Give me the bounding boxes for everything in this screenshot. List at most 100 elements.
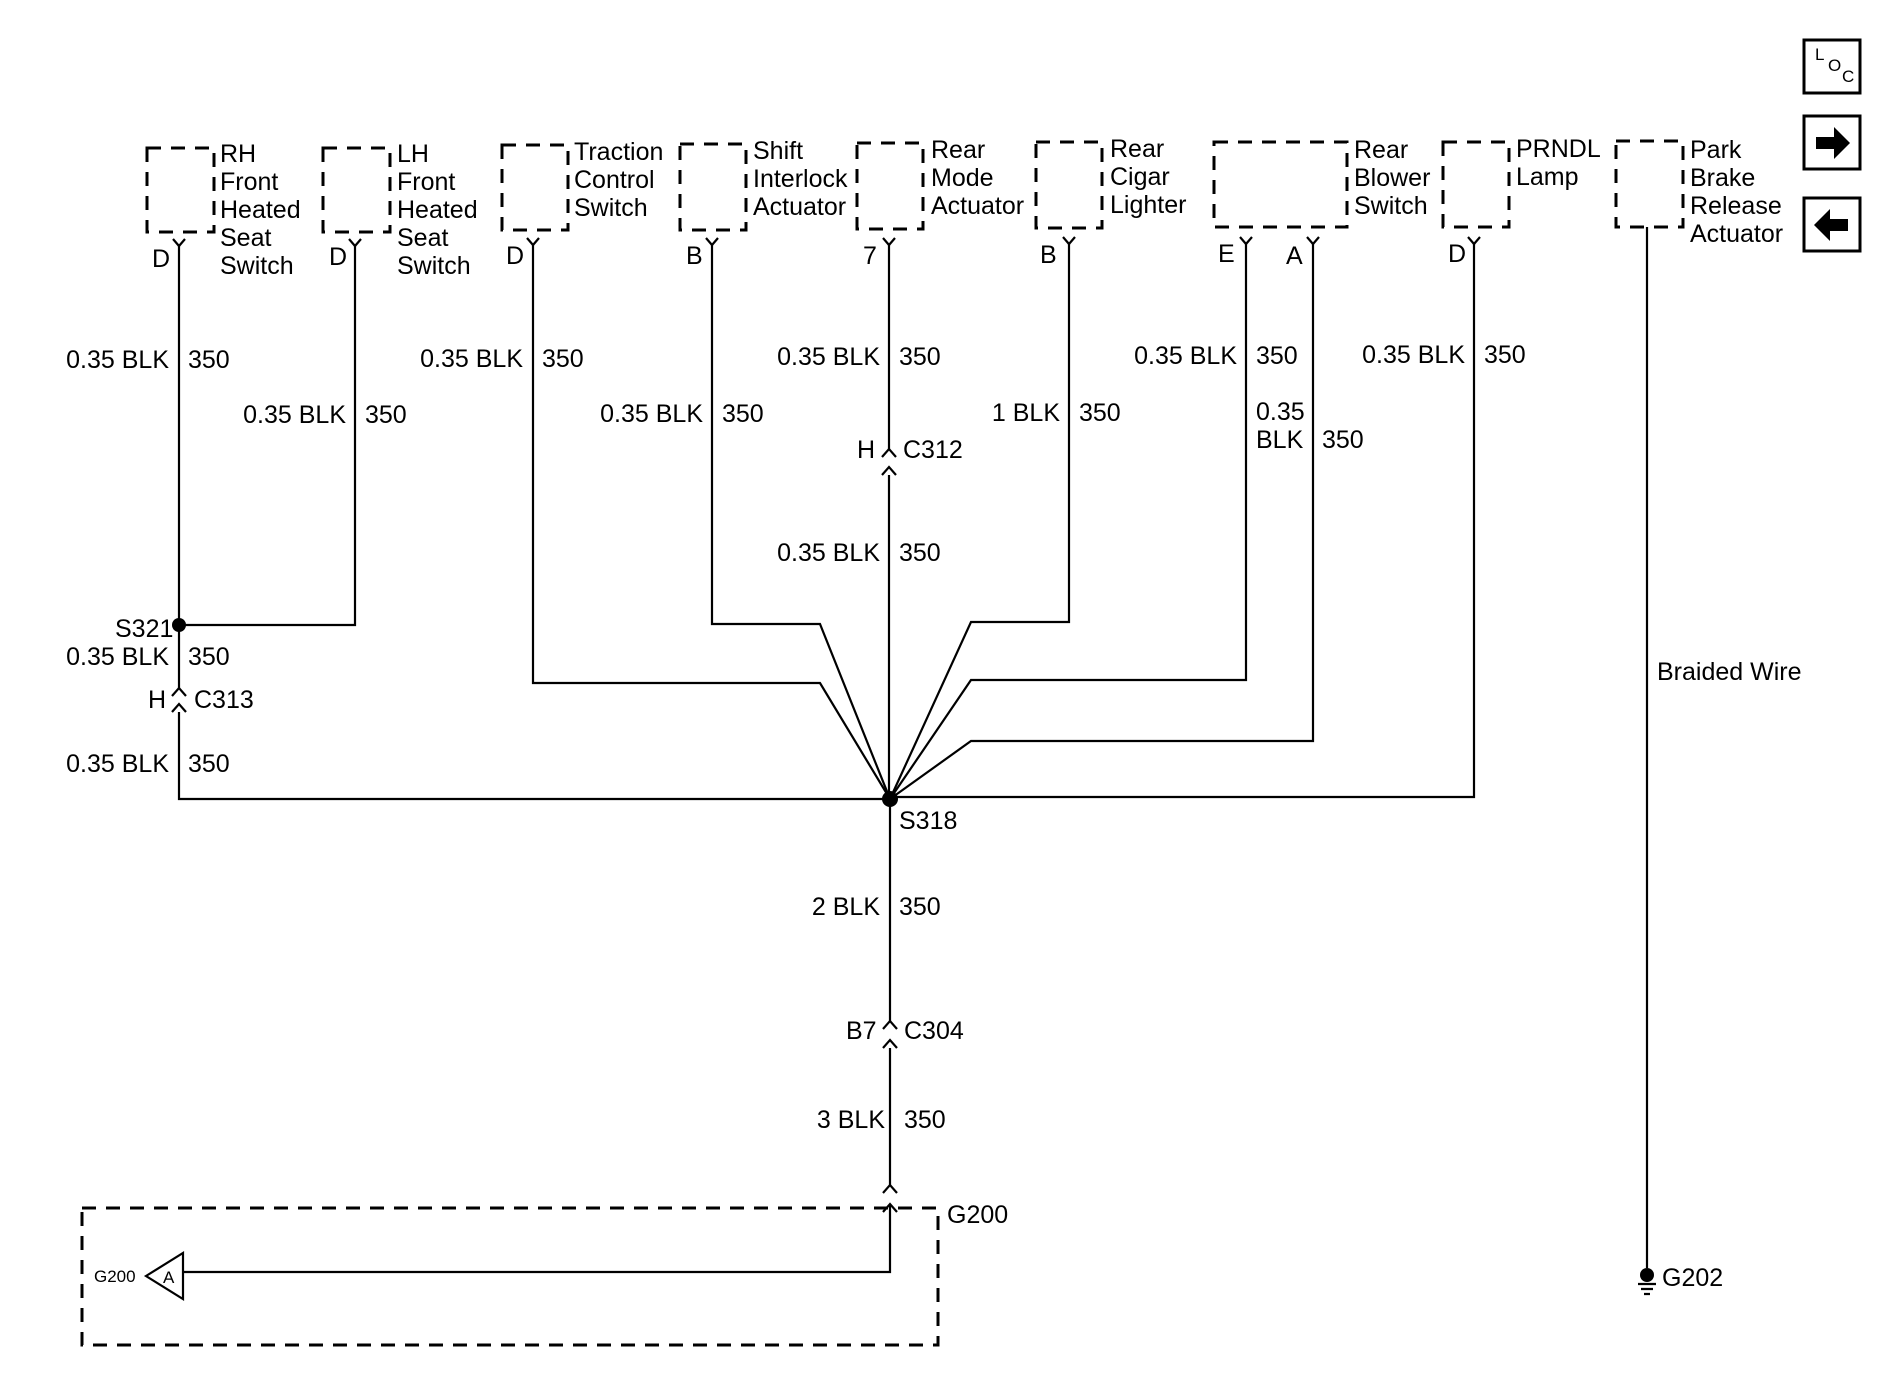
splice-s321: S321 xyxy=(115,615,186,643)
pin-label: E xyxy=(1218,240,1235,268)
wire-circuit: 350 xyxy=(899,893,941,921)
component-label: Shift xyxy=(753,137,803,165)
component-label: PRNDL xyxy=(1516,135,1601,163)
previous-page-button[interactable] xyxy=(1802,196,1862,253)
component-label: Rear xyxy=(931,136,985,164)
component-label: Switch xyxy=(1354,192,1428,220)
component-label: Rear xyxy=(1110,135,1164,163)
wires xyxy=(177,227,1649,1274)
wire-cigar xyxy=(888,244,1071,800)
component-label: Seat xyxy=(220,224,271,252)
connector-pin: H xyxy=(857,436,875,464)
pin-label: D xyxy=(329,243,347,271)
splice-label: S318 xyxy=(899,807,957,835)
component-label: Lamp xyxy=(1516,163,1579,191)
wire-blower-a xyxy=(889,244,1315,800)
component-label: LH xyxy=(397,140,429,168)
wire-labels: 0.35 BLK 350 0.35 BLK 350 0.35 BLK 350 0… xyxy=(66,341,1801,1134)
pin-label: B xyxy=(686,242,703,270)
component-label: Traction xyxy=(574,138,663,166)
wire-size: 0.35 BLK xyxy=(66,346,169,374)
component-rear-mode-actuator: Rear Mode Actuator 7 xyxy=(855,136,1024,270)
wire-rh-to-bus xyxy=(177,712,890,801)
component-lh-front-heated-seat-switch: LH Front Heated Seat Switch D xyxy=(321,140,478,280)
wire-size: 0.35 BLK xyxy=(600,400,703,428)
wire-size: 0.35 BLK xyxy=(243,401,346,429)
wire-size: 0.35 BLK xyxy=(777,343,880,371)
ground-label: G200 xyxy=(947,1201,1008,1229)
wire-circuit: 350 xyxy=(899,539,941,567)
pin-label: B xyxy=(1040,241,1057,269)
component-label: Park xyxy=(1690,136,1742,164)
component-label: Heated xyxy=(397,196,478,224)
wire-circuit: 350 xyxy=(722,400,764,428)
component-label: Blower xyxy=(1354,164,1430,192)
location-button[interactable]: L O C xyxy=(1802,38,1862,95)
location-icon: C xyxy=(1842,67,1854,86)
wire-lh-seat xyxy=(179,246,357,627)
connector-pin: B7 xyxy=(846,1017,877,1045)
component-label: Control xyxy=(574,166,655,194)
component-label: Front xyxy=(220,168,278,196)
location-icon: L xyxy=(1815,45,1824,64)
wire-circuit: 350 xyxy=(904,1106,946,1134)
pin-terminals xyxy=(172,236,1481,248)
wire-g200-loop xyxy=(178,1204,892,1274)
braided-wire-label: Braided Wire xyxy=(1657,658,1802,686)
component-label: Interlock xyxy=(753,165,848,193)
ground-symbol-icon xyxy=(1638,1282,1656,1296)
component-label: Mode xyxy=(931,164,994,192)
wire-size: 2 BLK xyxy=(812,893,880,921)
wire-circuit: 350 xyxy=(1484,341,1526,369)
wire-circuit: 350 xyxy=(188,346,230,374)
component-label: Rear xyxy=(1354,136,1408,164)
component-label: Release xyxy=(1690,192,1782,220)
component-label: Switch xyxy=(397,252,471,280)
wire-size: 0.35 xyxy=(1256,398,1305,426)
component-label: RH xyxy=(220,140,256,168)
pin-label: D xyxy=(506,242,524,270)
component-label: Actuator xyxy=(753,193,846,221)
component-label: Actuator xyxy=(931,192,1024,220)
component-label: Seat xyxy=(397,224,448,252)
pin-label: 7 xyxy=(863,242,877,270)
location-icon: O xyxy=(1828,56,1841,75)
component-label: Heated xyxy=(220,196,301,224)
wire-size: 3 BLK xyxy=(817,1106,885,1134)
next-page-button[interactable] xyxy=(1802,114,1862,171)
ground-g200: G200 A G200 xyxy=(80,1201,1008,1347)
component-label: Switch xyxy=(574,194,648,222)
wire-shift xyxy=(710,245,892,800)
wire-circuit: 350 xyxy=(1256,342,1298,370)
connector-c312: H C312 xyxy=(857,436,963,476)
component-rear-blower-switch: Rear Blower Switch E A xyxy=(1212,136,1430,270)
component-rh-front-heated-seat-switch: RH Front Heated Seat Switch D xyxy=(145,140,301,280)
component-traction-control-switch: Traction Control Switch D xyxy=(500,138,663,270)
splice-label: S321 xyxy=(115,615,173,643)
splice-s318: S318 xyxy=(882,791,957,835)
arrow-right-icon xyxy=(1816,127,1850,159)
wire-size: 0.35 BLK xyxy=(420,345,523,373)
connector-pin: H xyxy=(148,686,166,714)
component-label: Lighter xyxy=(1110,191,1186,219)
wire-circuit: 350 xyxy=(542,345,584,373)
ground-label: G202 xyxy=(1662,1264,1723,1292)
connector-name: C312 xyxy=(903,436,963,464)
wire-circuit: 350 xyxy=(899,343,941,371)
wire-prndl xyxy=(890,244,1476,799)
arrow-left-icon xyxy=(1814,209,1848,241)
component-label: Cigar xyxy=(1110,163,1170,191)
component-label: Brake xyxy=(1690,164,1755,192)
component-park-brake-release-actuator: Park Brake Release Actuator xyxy=(1614,136,1783,248)
wire-blower-e xyxy=(889,244,1248,800)
connector-c313: H C313 xyxy=(148,686,254,714)
wire-size: 0.35 BLK xyxy=(777,539,880,567)
wire-size: 0.35 BLK xyxy=(66,643,169,671)
ground-reference-letter: A xyxy=(163,1268,175,1287)
wire-size: 1 BLK xyxy=(992,399,1060,427)
component-label: Front xyxy=(397,168,455,196)
pin-label: D xyxy=(152,245,170,273)
wire-size: 0.35 BLK xyxy=(1362,341,1465,369)
wire-circuit: 350 xyxy=(1322,426,1364,454)
